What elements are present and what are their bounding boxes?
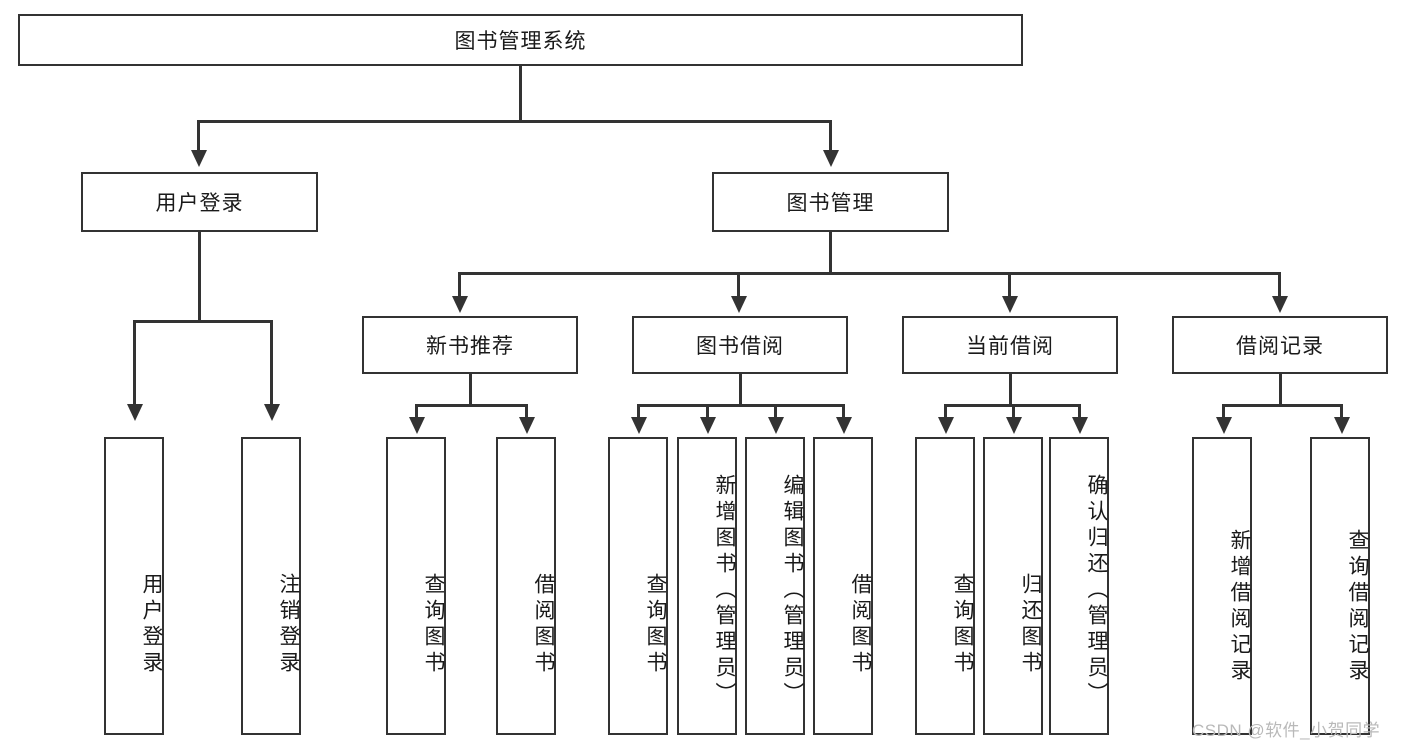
node-leaf-query-borrow-record[interactable]: 查询借阅记录: [1310, 437, 1370, 735]
arrow-to-leaf-confirm-return-admin-icon: [1072, 417, 1088, 434]
connector-borrow-record-stem: [1279, 374, 1282, 406]
node-label: 当前借阅: [966, 335, 1054, 358]
connector-new-book-recommend-stem: [469, 374, 472, 406]
node-label: 图书管理系统: [454, 30, 587, 53]
node-leaf-confirm-return-admin[interactable]: 确认归还（管理员）: [1049, 437, 1109, 735]
connector-nbr-to-leaf1: [415, 404, 418, 418]
node-current-borrow[interactable]: 当前借阅: [902, 316, 1118, 374]
node-leaf-add-borrow-record[interactable]: 新增借阅记录: [1192, 437, 1252, 735]
arrow-to-leaf-query-book-2-icon: [631, 417, 647, 434]
connector-bb-to-leaf2: [706, 404, 709, 418]
arrow-to-leaf-query-borrow-record-icon: [1334, 417, 1350, 434]
arrow-to-leaf-add-borrow-record-icon: [1216, 417, 1232, 434]
node-label: 借阅图书: [532, 573, 555, 677]
node-label: 用户登录: [155, 192, 244, 215]
watermark-text: CSDN @软件_小贺同学: [1192, 721, 1381, 740]
node-new-book-recommend[interactable]: 新书推荐: [362, 316, 578, 374]
node-label: 注销登录: [277, 573, 300, 677]
arrow-to-leaf-logout-login-icon: [264, 404, 280, 421]
arrow-to-leaf-borrow-book-1-icon: [519, 417, 535, 434]
connector-book-management-stem: [829, 232, 832, 274]
node-label: 用户登录: [140, 573, 163, 677]
connector-book-management-branch-bar: [458, 272, 1280, 275]
connector-bb-to-leaf3: [774, 404, 777, 418]
arrow-to-leaf-borrow-book-2-icon: [836, 417, 852, 434]
arrow-to-leaf-query-book-1-icon: [409, 417, 425, 434]
connector-user-login-branch-bar: [133, 320, 273, 323]
connector-cb-to-leaf2: [1012, 404, 1015, 418]
connector-br-to-leaf1: [1222, 404, 1225, 418]
arrow-to-leaf-add-book-admin-icon: [700, 417, 716, 434]
connector-root-to-user-login: [197, 120, 200, 150]
node-borrow-record[interactable]: 借阅记录: [1172, 316, 1388, 374]
connector-cb-to-leaf1: [944, 404, 947, 418]
arrow-to-current-borrow-icon: [1002, 296, 1018, 313]
arrow-to-book-borrow-icon: [731, 296, 747, 313]
node-leaf-add-book-admin[interactable]: 新增图书（管理员）: [677, 437, 737, 735]
node-root-book-management-system[interactable]: 图书管理系统: [18, 14, 1023, 66]
connector-root-branch-bar: [197, 120, 831, 123]
connector-root-stem: [519, 66, 522, 122]
arrow-to-user-login-icon: [191, 150, 207, 167]
node-user-login[interactable]: 用户登录: [81, 172, 318, 232]
connector-bb-to-leaf4: [842, 404, 845, 418]
arrow-to-borrow-record-icon: [1272, 296, 1288, 313]
node-label: 新增借阅记录: [1228, 529, 1251, 685]
connector-bb-to-leaf1: [637, 404, 640, 418]
node-leaf-borrow-book-2[interactable]: 借阅图书: [813, 437, 873, 735]
connector-bm-to-book-borrow: [737, 272, 740, 297]
node-label: 图书借阅: [696, 335, 784, 358]
node-label: 查询借阅记录: [1346, 529, 1369, 685]
node-book-management[interactable]: 图书管理: [712, 172, 949, 232]
connector-bm-to-new-book-recommend: [458, 272, 461, 297]
node-label: 归还图书: [1019, 573, 1042, 677]
node-label: 查询图书: [644, 573, 667, 677]
node-leaf-edit-book-admin[interactable]: 编辑图书（管理员）: [745, 437, 805, 735]
connector-nbr-to-leaf2: [525, 404, 528, 418]
connector-book-borrow-branch-bar: [637, 404, 845, 407]
node-label: 借阅图书: [849, 573, 872, 677]
node-leaf-user-login[interactable]: 用户登录: [104, 437, 164, 735]
node-label: 图书管理: [786, 192, 875, 215]
node-book-borrow[interactable]: 图书借阅: [632, 316, 848, 374]
connector-bm-to-current-borrow: [1008, 272, 1011, 297]
arrow-to-leaf-query-book-3-icon: [938, 417, 954, 434]
node-label: 新书推荐: [426, 335, 514, 358]
node-label: 借阅记录: [1236, 335, 1324, 358]
connector-user-login-stem: [198, 232, 201, 322]
node-label: 编辑图书（管理员）: [781, 474, 804, 708]
connector-user-login-to-leaf1: [133, 320, 136, 405]
connector-book-borrow-stem: [739, 374, 742, 406]
arrow-to-book-management-icon: [823, 150, 839, 167]
connector-br-to-leaf2: [1340, 404, 1343, 418]
connector-cb-to-leaf3: [1078, 404, 1081, 418]
connector-new-book-recommend-branch-bar: [415, 404, 527, 407]
connector-borrow-record-branch-bar: [1222, 404, 1342, 407]
node-leaf-logout-login[interactable]: 注销登录: [241, 437, 301, 735]
node-leaf-return-book[interactable]: 归还图书: [983, 437, 1043, 735]
node-label: 查询图书: [951, 573, 974, 677]
node-leaf-query-book-3[interactable]: 查询图书: [915, 437, 975, 735]
node-label: 新增图书（管理员）: [713, 474, 736, 708]
arrow-to-new-book-recommend-icon: [452, 296, 468, 313]
connector-user-login-to-leaf2: [270, 320, 273, 405]
arrow-to-leaf-user-login-icon: [127, 404, 143, 421]
connector-root-to-book-management: [829, 120, 832, 150]
node-label: 查询图书: [422, 573, 445, 677]
node-leaf-query-book-1[interactable]: 查询图书: [386, 437, 446, 735]
node-leaf-query-book-2[interactable]: 查询图书: [608, 437, 668, 735]
node-label: 确认归还（管理员）: [1085, 474, 1108, 708]
connector-current-borrow-stem: [1009, 374, 1012, 406]
arrow-to-leaf-return-book-icon: [1006, 417, 1022, 434]
node-leaf-borrow-book-1[interactable]: 借阅图书: [496, 437, 556, 735]
connector-bm-to-borrow-record: [1278, 272, 1281, 297]
arrow-to-leaf-edit-book-admin-icon: [768, 417, 784, 434]
